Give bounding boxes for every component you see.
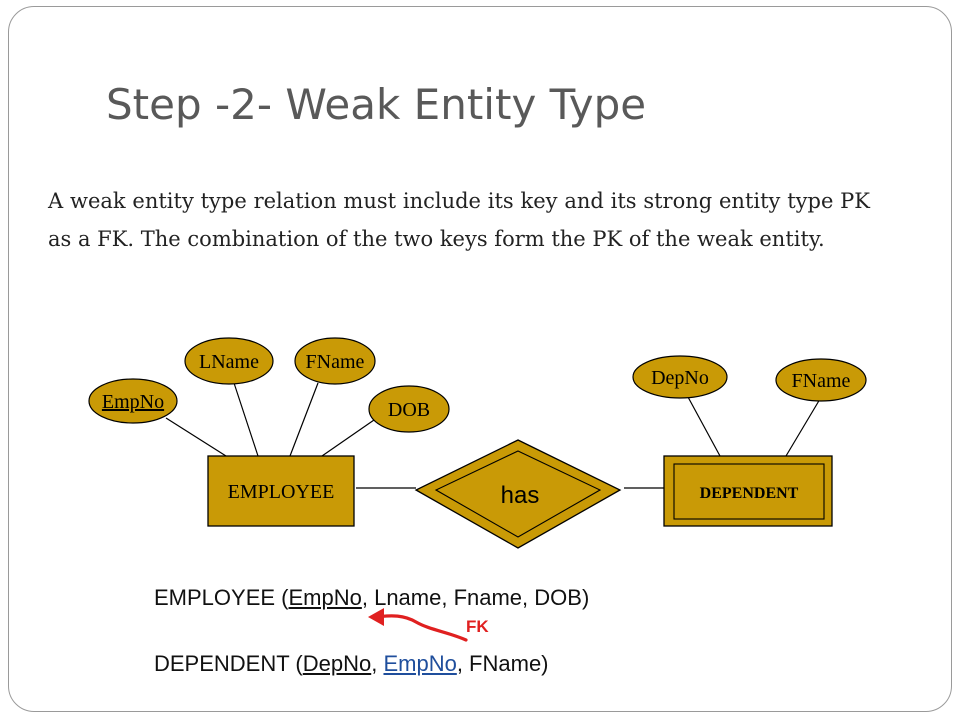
schema-dependent-key: DepNo <box>302 651 372 676</box>
schema-dependent-fk: EmpNo <box>383 651 457 676</box>
fk-arrow-head <box>368 608 384 626</box>
attr-empno <box>88 378 178 424</box>
dependent-entity <box>663 455 833 527</box>
relationship-has-label: has <box>501 482 540 509</box>
fk-arrow <box>374 614 468 642</box>
employee-entity <box>207 455 355 527</box>
schema-dependent-name: DEPENDENT <box>154 651 290 676</box>
schema-employee-name: EMPLOYEE <box>154 585 276 610</box>
attr-lname <box>184 337 274 385</box>
schema-employee: EMPLOYEE (EmpNo, Lname, Fname, DOB) <box>154 585 589 611</box>
connector-lines <box>165 382 821 489</box>
dependent-entity-label: DEPENDENT <box>700 485 799 502</box>
attr-fname-label: FName <box>306 351 365 373</box>
link-depno <box>687 396 721 457</box>
fk-label: FK <box>466 617 489 636</box>
link-dob <box>321 419 375 457</box>
relationship-has-inner <box>434 450 602 538</box>
attr-depno-label: DepNo <box>651 367 709 389</box>
attr-dep-fname <box>775 358 867 402</box>
attr-fname <box>294 337 376 385</box>
schema-dependent: DEPENDENT (DepNo, EmpNo, FName) <box>154 651 549 677</box>
dependent-entity-inner <box>673 463 825 520</box>
slide-body-text: A weak entity type relation must include… <box>48 189 870 251</box>
slide-frame <box>8 6 952 712</box>
schema-dependent-open: ( <box>289 651 303 676</box>
schema-employee-open: ( <box>275 585 289 610</box>
link-lname <box>233 382 259 457</box>
link-empno <box>165 417 227 457</box>
attr-lname-label: LName <box>199 351 259 373</box>
attr-dob <box>368 385 450 433</box>
link-dep-fname <box>785 398 821 457</box>
schema-dependent-sep: , <box>371 651 384 676</box>
schema-dependent-rest: , FName) <box>456 651 549 676</box>
relationship-has <box>414 439 622 549</box>
schema-employee-key: EmpNo <box>288 585 362 610</box>
slide-title: Step -2- Weak Entity Type <box>106 80 647 129</box>
schema-employee-rest: , Lname, Fname, DOB) <box>361 585 590 610</box>
attr-dep-fname-label: FName <box>792 370 851 392</box>
employee-entity-label: EMPLOYEE <box>228 481 335 503</box>
attr-dob-label: DOB <box>388 399 430 421</box>
attr-empno-label: EmpNo <box>102 391 164 413</box>
link-fname <box>289 382 319 457</box>
attr-depno <box>632 355 728 399</box>
